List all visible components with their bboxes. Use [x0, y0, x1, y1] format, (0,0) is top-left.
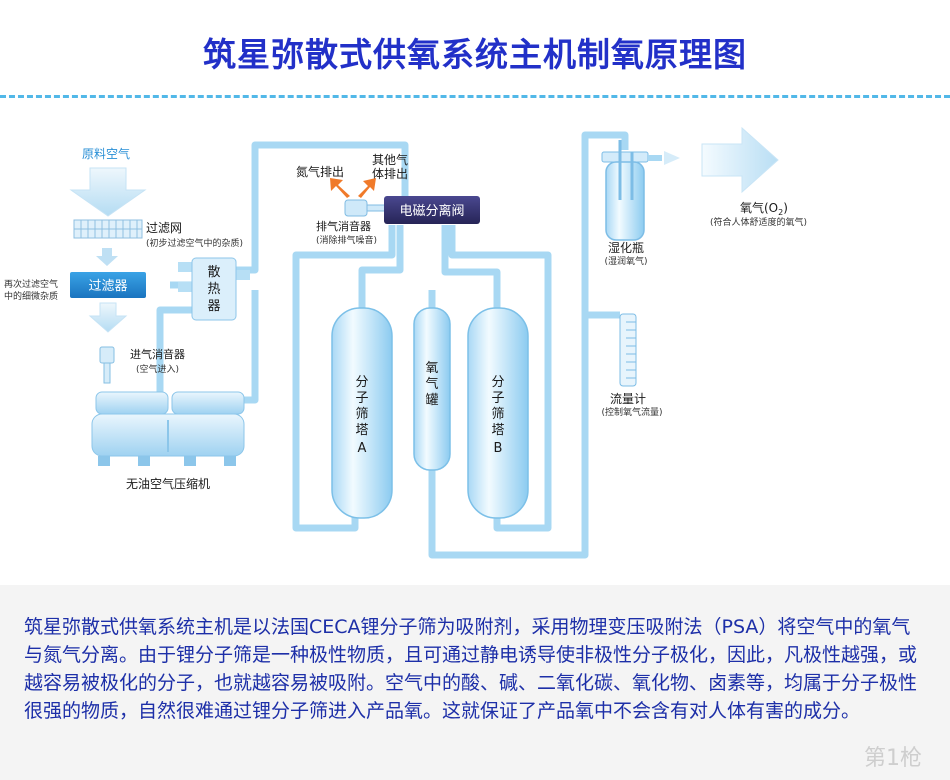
radiator-label-1: 散 [207, 265, 220, 280]
filter-unit-label: 过滤器 [88, 279, 127, 294]
pipe-valve-to-tower-a [358, 225, 404, 310]
exhaust-muffler-label: 排气消音器 [316, 219, 371, 233]
tower-b-label-2: 子 [491, 391, 504, 406]
compressor-icon [91, 391, 245, 466]
pipe-compressor-to-radiator [156, 306, 195, 395]
other-gas-label-2: 体排出 [372, 167, 408, 181]
tower-b-label-1: 分 [491, 375, 504, 390]
pipe-compressor-right [240, 290, 259, 404]
pipe-valve-to-tower-b [448, 225, 552, 532]
tower-a-label-5: A [358, 441, 367, 456]
other-gas-label-1: 其他气 [372, 152, 408, 167]
pipe-valve-right-to-b [441, 225, 501, 310]
oxygen-tank-label-1: 氧 [425, 361, 438, 376]
radiator-box [178, 257, 250, 321]
exhaust-muffler-sub-label: (消除排气噪音) [316, 234, 377, 246]
page-title: 筑星弥散式供氧系统主机制氧原理图 [203, 35, 747, 74]
oxygen-output-text: 氧气(O [740, 200, 778, 215]
oxygen-output-sub-label: (符合人体舒适度的氧气) [710, 216, 807, 228]
nitrogen-out-label: 氮气排出 [296, 164, 344, 179]
title-divider [0, 95, 950, 98]
tower-a-tank [331, 307, 393, 519]
oxygen-tank [413, 307, 451, 471]
intake-muffler-label: 进气消音器 [130, 347, 185, 361]
watermark: 第1枪 [864, 746, 922, 771]
oxygen-tank-label-3: 罐 [425, 393, 438, 408]
raw-air-label: 原料空气 [82, 146, 130, 161]
filter-net-sub-label: (初步过滤空气中的杂质) [146, 237, 243, 249]
oxygen-output-subscript: 2 [778, 208, 783, 217]
tower-a-label-4: 塔 [355, 423, 368, 438]
other-gas-arrow-icon [358, 178, 376, 198]
filter-net-icon [73, 219, 143, 239]
tower-b-label-3: 筛 [491, 407, 504, 422]
solenoid-valve-label: 电磁分离阀 [399, 203, 464, 219]
refilter-label-line1: 再次过滤空气 [4, 278, 58, 290]
oxygen-principle-diagram: 原料空气 过滤网 (初步过滤空气中的杂质) 过滤器 再次过滤空气 中的细微杂质 … [4, 126, 807, 559]
intake-muffler-icon [99, 346, 115, 384]
filter-unit-box [70, 272, 146, 298]
filter-net-label: 过滤网 [146, 221, 182, 235]
flowmeter-icon [619, 313, 637, 387]
radiator-label-3: 器 [207, 299, 220, 314]
tower-b-label-5: B [494, 441, 503, 456]
intake-muffler-sub-label: (空气进入) [136, 363, 179, 375]
description-text: 筑星弥散式供氧系统主机是以法国CECA锂分子筛为吸附剂，采用物理变压吸附法（PS… [24, 616, 918, 722]
radiator-label-2: 热 [207, 282, 220, 297]
tower-a-label-1: 分 [355, 375, 368, 390]
tower-b-tank [467, 307, 529, 519]
tower-b-label-4: 塔 [491, 423, 504, 438]
humidifier-sub-label: (湿润氧气) [604, 255, 647, 267]
oxygen-output-close: ) [783, 201, 788, 215]
raw-air-arrow-icon [69, 167, 147, 217]
tower-a-label-2: 子 [355, 391, 368, 406]
solenoid-valve-box [384, 196, 480, 224]
oxygen-output-label: 氧气(O2) [740, 200, 788, 217]
flowmeter-label: 流量计 [610, 392, 646, 406]
down-arrow-small-icon [96, 248, 118, 266]
humidifier-label: 湿化瓶 [608, 240, 644, 255]
oxygen-tank-label-2: 气 [425, 376, 438, 392]
pipe-valve-left-down [292, 225, 396, 532]
flowmeter-sub-label: (控制氧气流量) [601, 406, 662, 418]
oxygen-output-arrow-icon [701, 126, 779, 194]
humidifier-bottle-icon [601, 140, 680, 241]
description-panel: 筑星弥散式供氧系统主机是以法国CECA锂分子筛为吸附剂，采用物理变压吸附法（PS… [0, 585, 950, 780]
exhaust-muffler-icon [344, 199, 386, 217]
down-arrow-icon [88, 302, 128, 333]
nitrogen-arrow-icon [330, 178, 350, 198]
pipe-outlet-loop [428, 131, 629, 559]
refilter-label-line2: 中的细微杂质 [4, 290, 58, 302]
compressor-label: 无油空气压缩机 [126, 476, 210, 491]
tower-a-label-3: 筛 [355, 407, 368, 422]
